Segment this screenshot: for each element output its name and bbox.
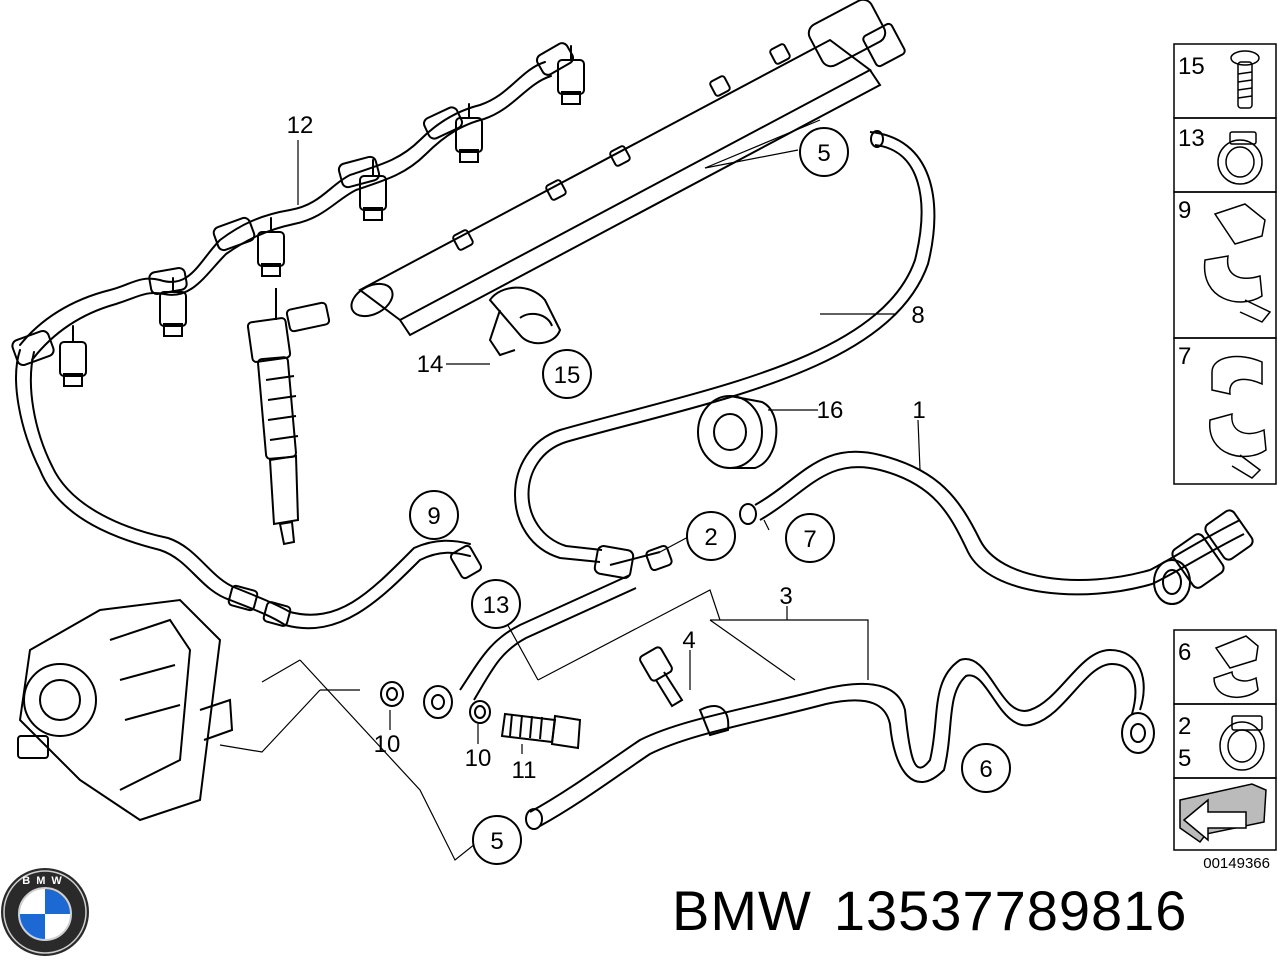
side-legend (1173, 43, 1277, 851)
logo-letters: BMW (22, 875, 68, 887)
injector (246, 288, 331, 546)
reference-number: 00149366 (1203, 855, 1270, 872)
legend-number-7: 7 (1178, 343, 1191, 370)
hose-clamp-icon (1217, 131, 1263, 185)
plain-labels: 12 8 14 16 1 3 4 10 10 11 (287, 112, 926, 784)
callout-13: 13 (471, 579, 521, 629)
svg-text:5: 5 (817, 140, 830, 167)
legend-number-9: 9 (1178, 197, 1191, 224)
clip-assembly (488, 286, 562, 357)
svg-text:2: 2 (704, 524, 717, 551)
legend-box-arrow (1173, 777, 1277, 851)
svg-text:15: 15 (554, 362, 581, 389)
svg-text:6: 6 (979, 756, 992, 783)
label-8: 8 (911, 302, 924, 329)
legend-box-7 (1173, 337, 1277, 485)
legend-number-15: 15 (1178, 53, 1205, 80)
callout-15-clip: 15 (542, 349, 592, 399)
svg-text:5: 5 (490, 828, 503, 855)
callout-2: 2 (686, 511, 736, 561)
fuel-line-8 (514, 130, 936, 563)
legend-number-2: 2 (1178, 713, 1191, 740)
svg-text:13: 13 (483, 592, 510, 619)
label-4: 4 (682, 627, 695, 654)
callout-7: 7 (785, 513, 835, 563)
quick-connector-6 (1121, 712, 1155, 754)
callout-9: 9 (409, 490, 459, 540)
brand-name: BMW (672, 879, 812, 942)
leader-lines (219, 119, 921, 861)
callout-5-top: 5 (799, 127, 849, 177)
label-10-left: 10 (374, 731, 401, 758)
rail-ports (452, 43, 791, 251)
temperature-sensor-4 (639, 646, 684, 708)
leak-off-line-12 (11, 42, 585, 630)
fuel-rail (350, 0, 906, 337)
hollow-bolt-parts (380, 681, 582, 750)
legend-number-5: 5 (1178, 745, 1191, 772)
callout-5-bottom: 5 (472, 815, 522, 865)
clip-icon-7 (1209, 355, 1267, 479)
clip-icon-6 (1213, 635, 1259, 698)
label-1: 1 (912, 397, 925, 424)
brand-title: BMW 13537789816 (672, 878, 1209, 943)
legend-number-6: 6 (1178, 639, 1191, 666)
fuel-line-1 (739, 450, 1254, 605)
callout-6: 6 (961, 743, 1011, 793)
label-10-right: 10 (465, 745, 492, 772)
high-pressure-pump (17, 598, 234, 822)
callouts: 5 15 9 13 2 7 6 5 (409, 127, 1011, 865)
legend-number-13: 13 (1178, 125, 1205, 152)
bmw-logo: BMW (1, 868, 89, 956)
fuel-line-3 (525, 648, 1155, 830)
label-14: 14 (417, 351, 444, 378)
quick-connector-1 (1153, 509, 1254, 605)
rubber-bushing-16 (697, 395, 778, 469)
direction-arrow-icon (1179, 783, 1267, 844)
label-16: 16 (817, 397, 844, 424)
legend-numbers: 15 13 9 7 6 2 5 (1178, 53, 1205, 772)
worm-clamp-icon (1219, 715, 1265, 771)
fuel-line-2 (459, 544, 673, 701)
screw-icon (1230, 50, 1260, 109)
label-3: 3 (779, 583, 792, 610)
label-12: 12 (287, 112, 314, 139)
svg-text:7: 7 (803, 526, 816, 553)
svg-text:9: 9 (427, 503, 440, 530)
label-11: 11 (512, 757, 537, 784)
part-number: 13537789816 (833, 879, 1188, 942)
clip-icon-9 (1203, 203, 1272, 323)
